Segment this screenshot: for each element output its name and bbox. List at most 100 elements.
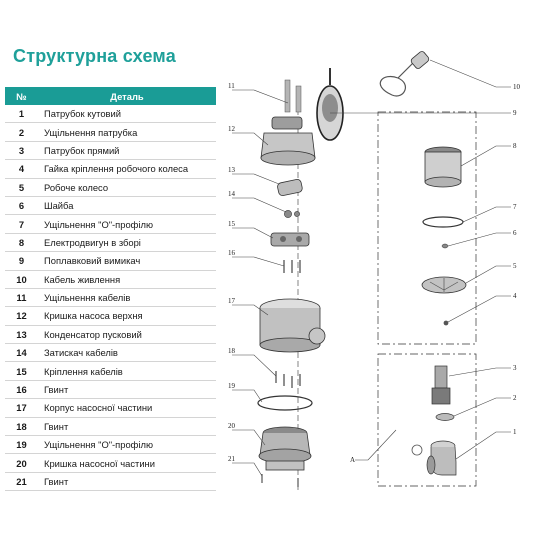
nut-part <box>443 320 449 326</box>
callout-7: 7 <box>513 203 517 211</box>
part-name: Ущільнення кабелів <box>38 288 216 308</box>
part-number: 4 <box>5 159 38 179</box>
part-name: Кабель живлення <box>38 270 216 289</box>
o-ring-7-part <box>422 216 464 228</box>
part-number: 20 <box>5 453 38 473</box>
callout-21: 21 <box>228 455 236 463</box>
capacitor-part <box>277 179 303 197</box>
callout-2: 2 <box>513 394 517 402</box>
callout-16: 16 <box>228 249 236 257</box>
callout-3: 3 <box>513 364 517 372</box>
page-title: Структурна схема <box>13 46 176 66</box>
callout-13: 13 <box>228 166 236 174</box>
part-name: Гайка кріплення робочого колеса <box>38 159 216 179</box>
part-name: Гвинт <box>38 417 216 437</box>
part-number: 15 <box>5 361 38 381</box>
cable-clamp-part <box>284 210 300 218</box>
part-number: 2 <box>5 122 38 142</box>
callout-9: 9 <box>513 109 517 117</box>
part-number: 16 <box>5 380 38 400</box>
part-name: Кришка насоса верхня <box>38 306 216 326</box>
part-number: 6 <box>5 196 38 216</box>
callout-6: 6 <box>513 229 517 237</box>
part-name: Робоче колесо <box>38 178 216 197</box>
callout-17: 17 <box>228 297 236 305</box>
part-number: 3 <box>5 141 38 161</box>
callout-19: 19 <box>228 382 236 390</box>
part-name: Кришка насосної частини <box>38 453 216 473</box>
callout-4: 4 <box>513 292 517 300</box>
screws-18-part <box>275 371 301 388</box>
screws-16-part <box>283 260 301 273</box>
o-ring-19-part <box>257 395 313 411</box>
part-name: Кріплення кабелів <box>38 361 216 381</box>
callout-14: 14 <box>228 190 236 198</box>
column-header-part: Деталь <box>38 87 216 105</box>
part-name: Шайба <box>38 196 216 216</box>
callout-11: 11 <box>228 82 235 90</box>
part-number: 7 <box>5 214 38 234</box>
part-number: 14 <box>5 343 38 363</box>
straight-nozzle-part <box>431 365 451 405</box>
part-name: Гвинт <box>38 380 216 400</box>
part-name: Ущільнення "О"-профілю <box>38 435 216 455</box>
part-number: 9 <box>5 251 38 271</box>
part-number: 5 <box>5 178 38 197</box>
cable-fixing-part <box>270 232 310 247</box>
nozzle-seal-part <box>435 413 455 421</box>
part-number: 8 <box>5 233 38 253</box>
part-number: 1 <box>5 105 38 124</box>
pump-body-part <box>259 298 326 353</box>
part-name: Конденсатор пусковий <box>38 325 216 345</box>
callout-8: 8 <box>513 142 517 150</box>
part-number: 11 <box>5 288 38 308</box>
part-number: 17 <box>5 398 38 418</box>
motor-part <box>424 146 462 188</box>
part-name: Патрубок прямий <box>38 141 216 161</box>
power-cable-part <box>379 51 430 97</box>
column-header-number: № <box>5 87 38 105</box>
part-name: Корпус насосної частини <box>38 398 216 418</box>
callout-1: 1 <box>513 428 517 436</box>
washer-part <box>441 243 449 249</box>
callout-a: A <box>350 456 355 464</box>
callout-12: 12 <box>228 125 236 133</box>
part-number: 13 <box>5 325 38 345</box>
upper-cover-part <box>260 116 316 166</box>
part-number: 12 <box>5 306 38 326</box>
part-name: Поплавковий вимикач <box>38 251 216 271</box>
angle-nozzle-part <box>426 440 457 476</box>
table-header-row: № Деталь <box>5 87 216 105</box>
part-name: Затискач кабелів <box>38 343 216 363</box>
callout-10: 10 <box>513 83 521 91</box>
screws-21-part <box>261 474 299 487</box>
callout-5: 5 <box>513 262 517 270</box>
part-number: 10 <box>5 270 38 289</box>
part-number: 19 <box>5 435 38 455</box>
part-name: Патрубок кутовий <box>38 105 216 124</box>
callout-labels: 11 12 13 14 15 16 17 18 19 20 21 10 9 8 … <box>228 82 521 464</box>
float-switch-part <box>316 68 344 141</box>
part-name: Гвинт <box>38 472 216 492</box>
